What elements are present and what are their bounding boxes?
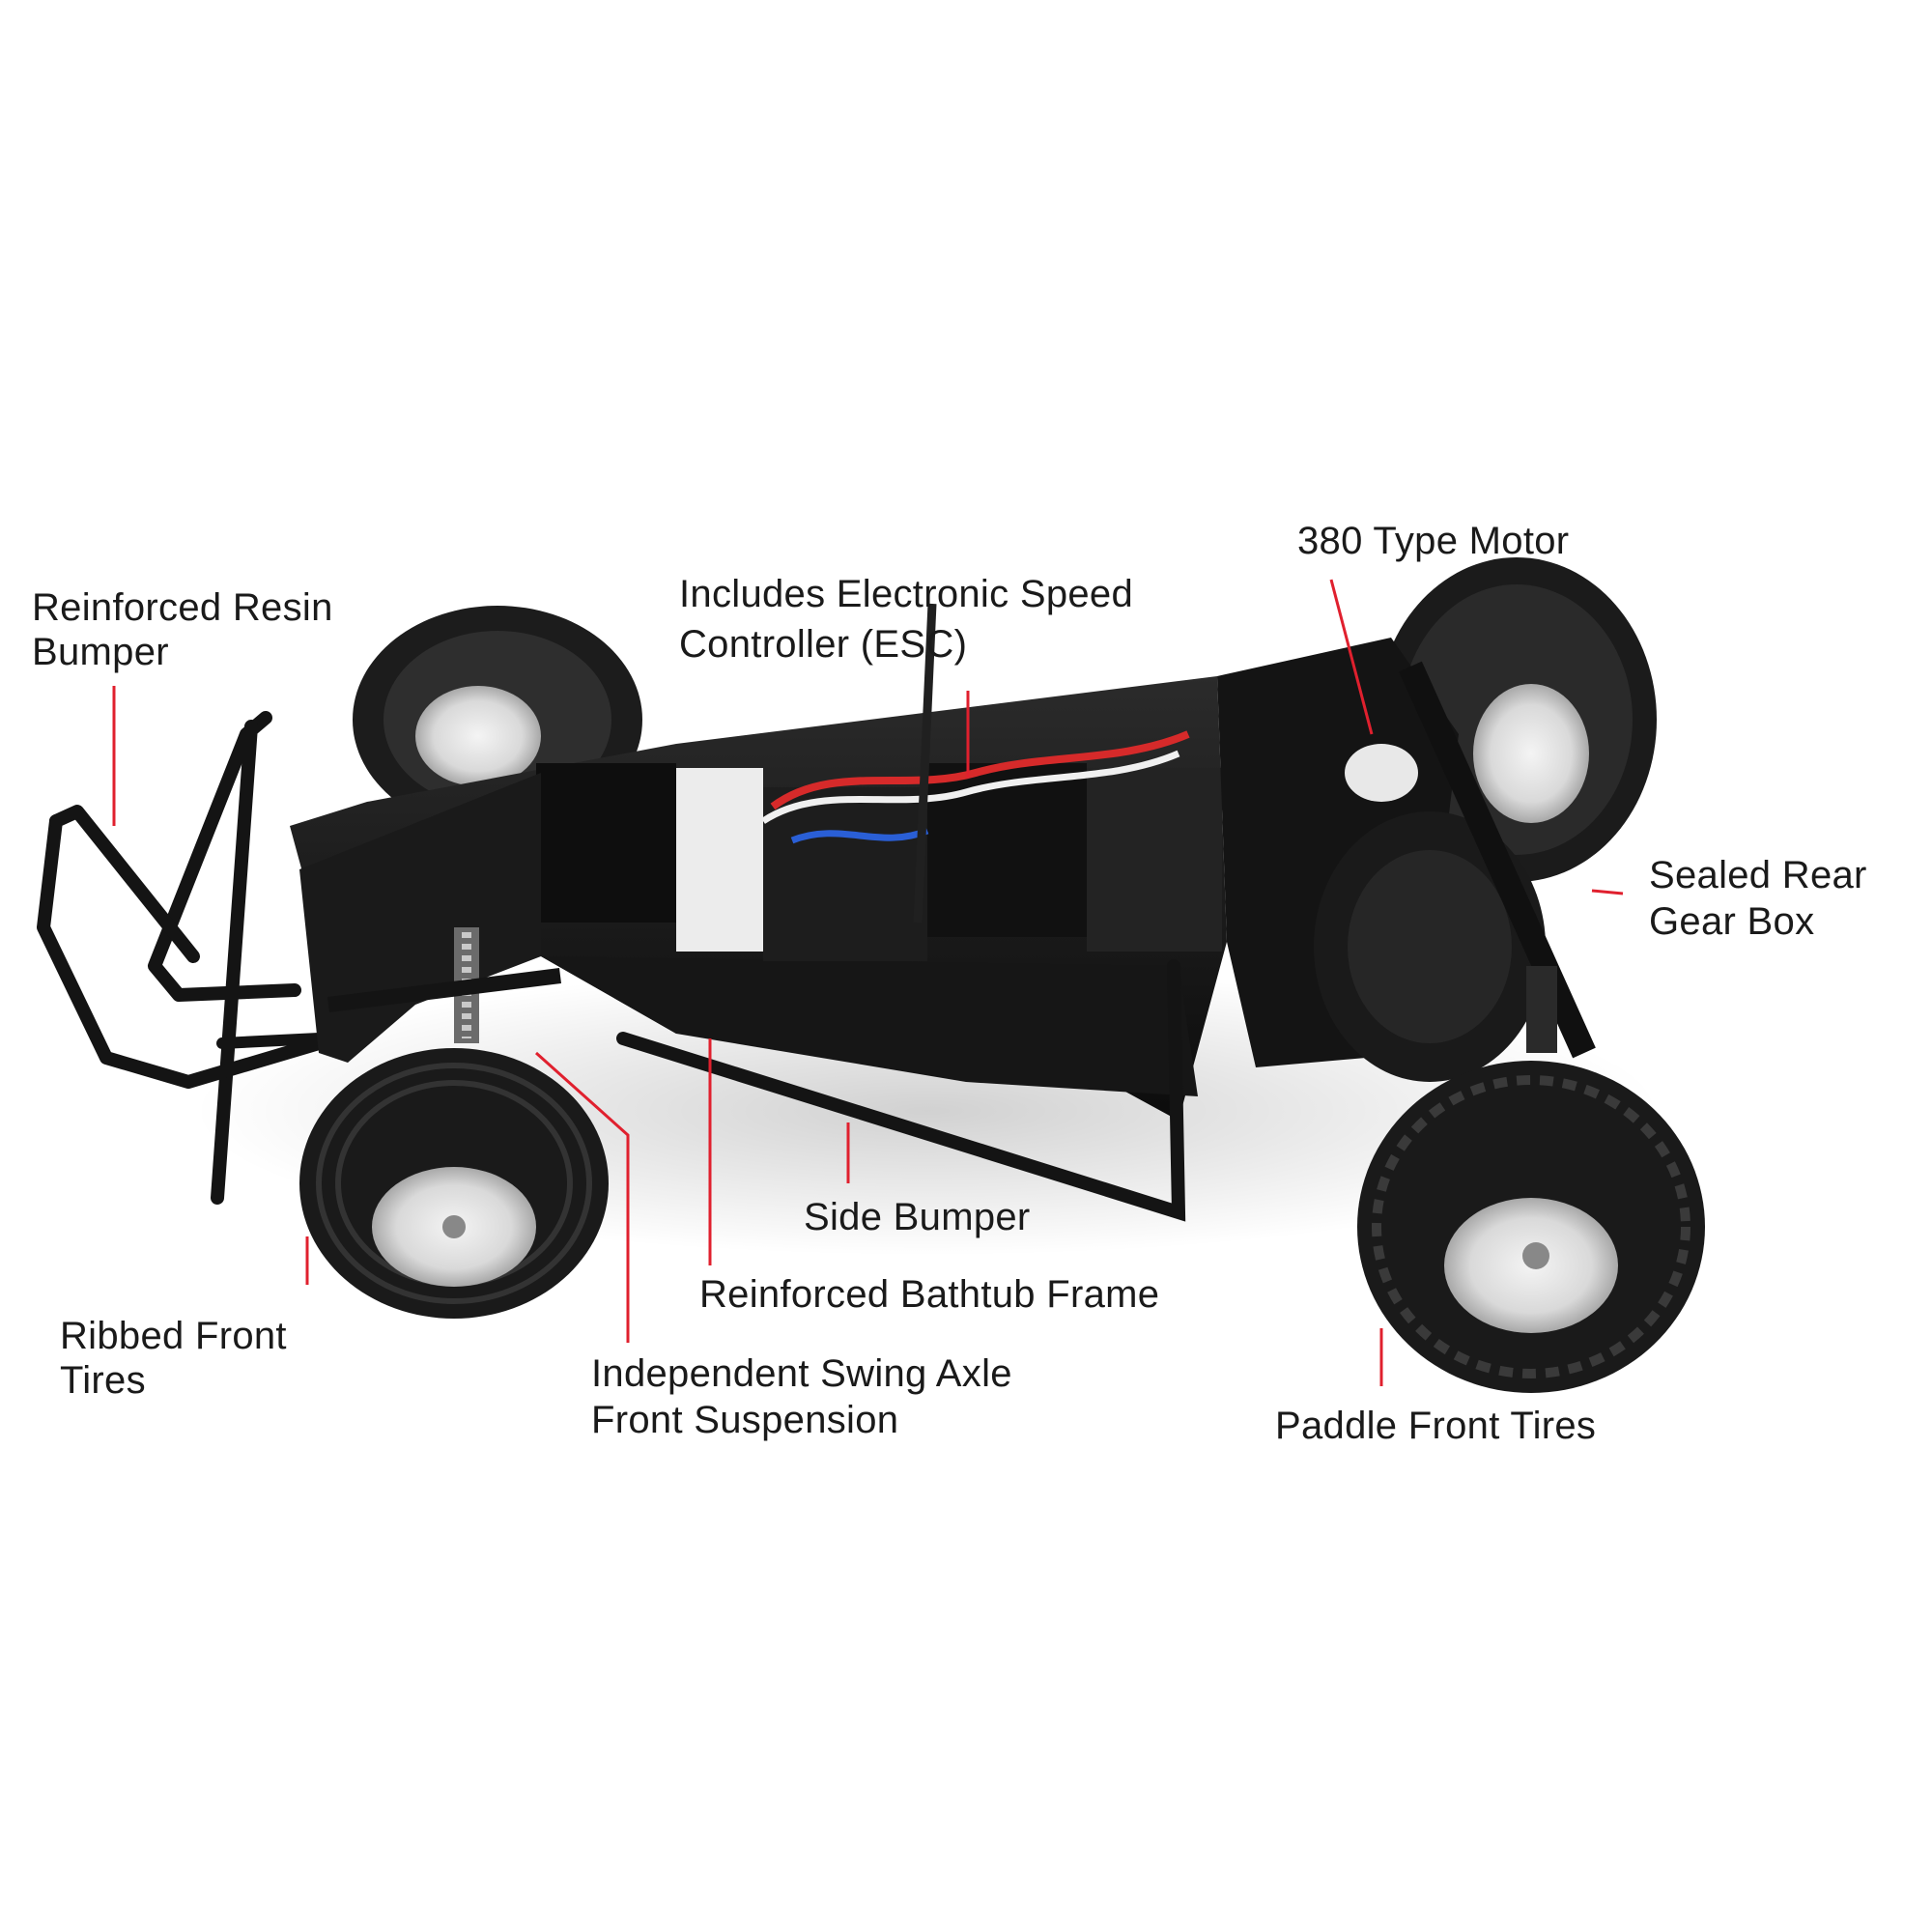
leader-lines [112, 579, 1624, 1386]
callout-line: Gear Box [1649, 900, 1815, 943]
callout-line: Tires [60, 1359, 146, 1402]
callout-line: Paddle Front Tires [1275, 1405, 1597, 1447]
callout-line: 380 Type Motor [1297, 520, 1570, 562]
callout-reinforced-resin-bumper: Reinforced Resin Bumper [32, 585, 333, 674]
callout-line: Front Suspension [591, 1399, 899, 1441]
callout-ribbed-front-tires: Ribbed Front Tires [60, 1314, 287, 1403]
callout-line: Controller (ESC) [679, 623, 968, 666]
front-suspension [299, 773, 561, 1063]
leader-swing-axle [534, 1051, 630, 1343]
leader-gearbox [1591, 889, 1624, 895]
side-bumper-rod [616, 959, 1186, 1222]
callout-paddle-front-tires: Paddle Front Tires [1275, 1404, 1596, 1448]
front-bumper [37, 711, 326, 1205]
callout-line: Bumper [32, 631, 169, 673]
callout-reinforced-bathtub-frame: Reinforced Bathtub Frame [699, 1272, 1159, 1317]
callout-sealed-rear-gear-box: Sealed Rear Gear Box [1649, 852, 1867, 945]
callout-line: Reinforced Resin [32, 586, 333, 629]
rear-near-tire [1357, 1061, 1705, 1393]
callout-side-bumper: Side Bumper [804, 1195, 1031, 1239]
callout-line: Side Bumper [804, 1196, 1031, 1238]
callout-independent-swing-axle: Independent Swing Axle Front Suspension [591, 1350, 1012, 1443]
callout-line: Sealed Rear [1649, 854, 1867, 896]
callout-esc: Includes Electronic Speed Controller (ES… [679, 569, 1133, 669]
callout-line: Ribbed Front [60, 1315, 287, 1357]
leader-motor [1329, 579, 1374, 735]
callout-line: Independent Swing Axle [591, 1352, 1012, 1395]
callout-line: Reinforced Bathtub Frame [699, 1273, 1160, 1316]
callout-line: Includes Electronic Speed [679, 573, 1133, 615]
front-near-tire [299, 1048, 609, 1319]
callout-380-type-motor: 380 Type Motor [1297, 519, 1569, 563]
rear-gearbox [1217, 638, 1596, 1082]
